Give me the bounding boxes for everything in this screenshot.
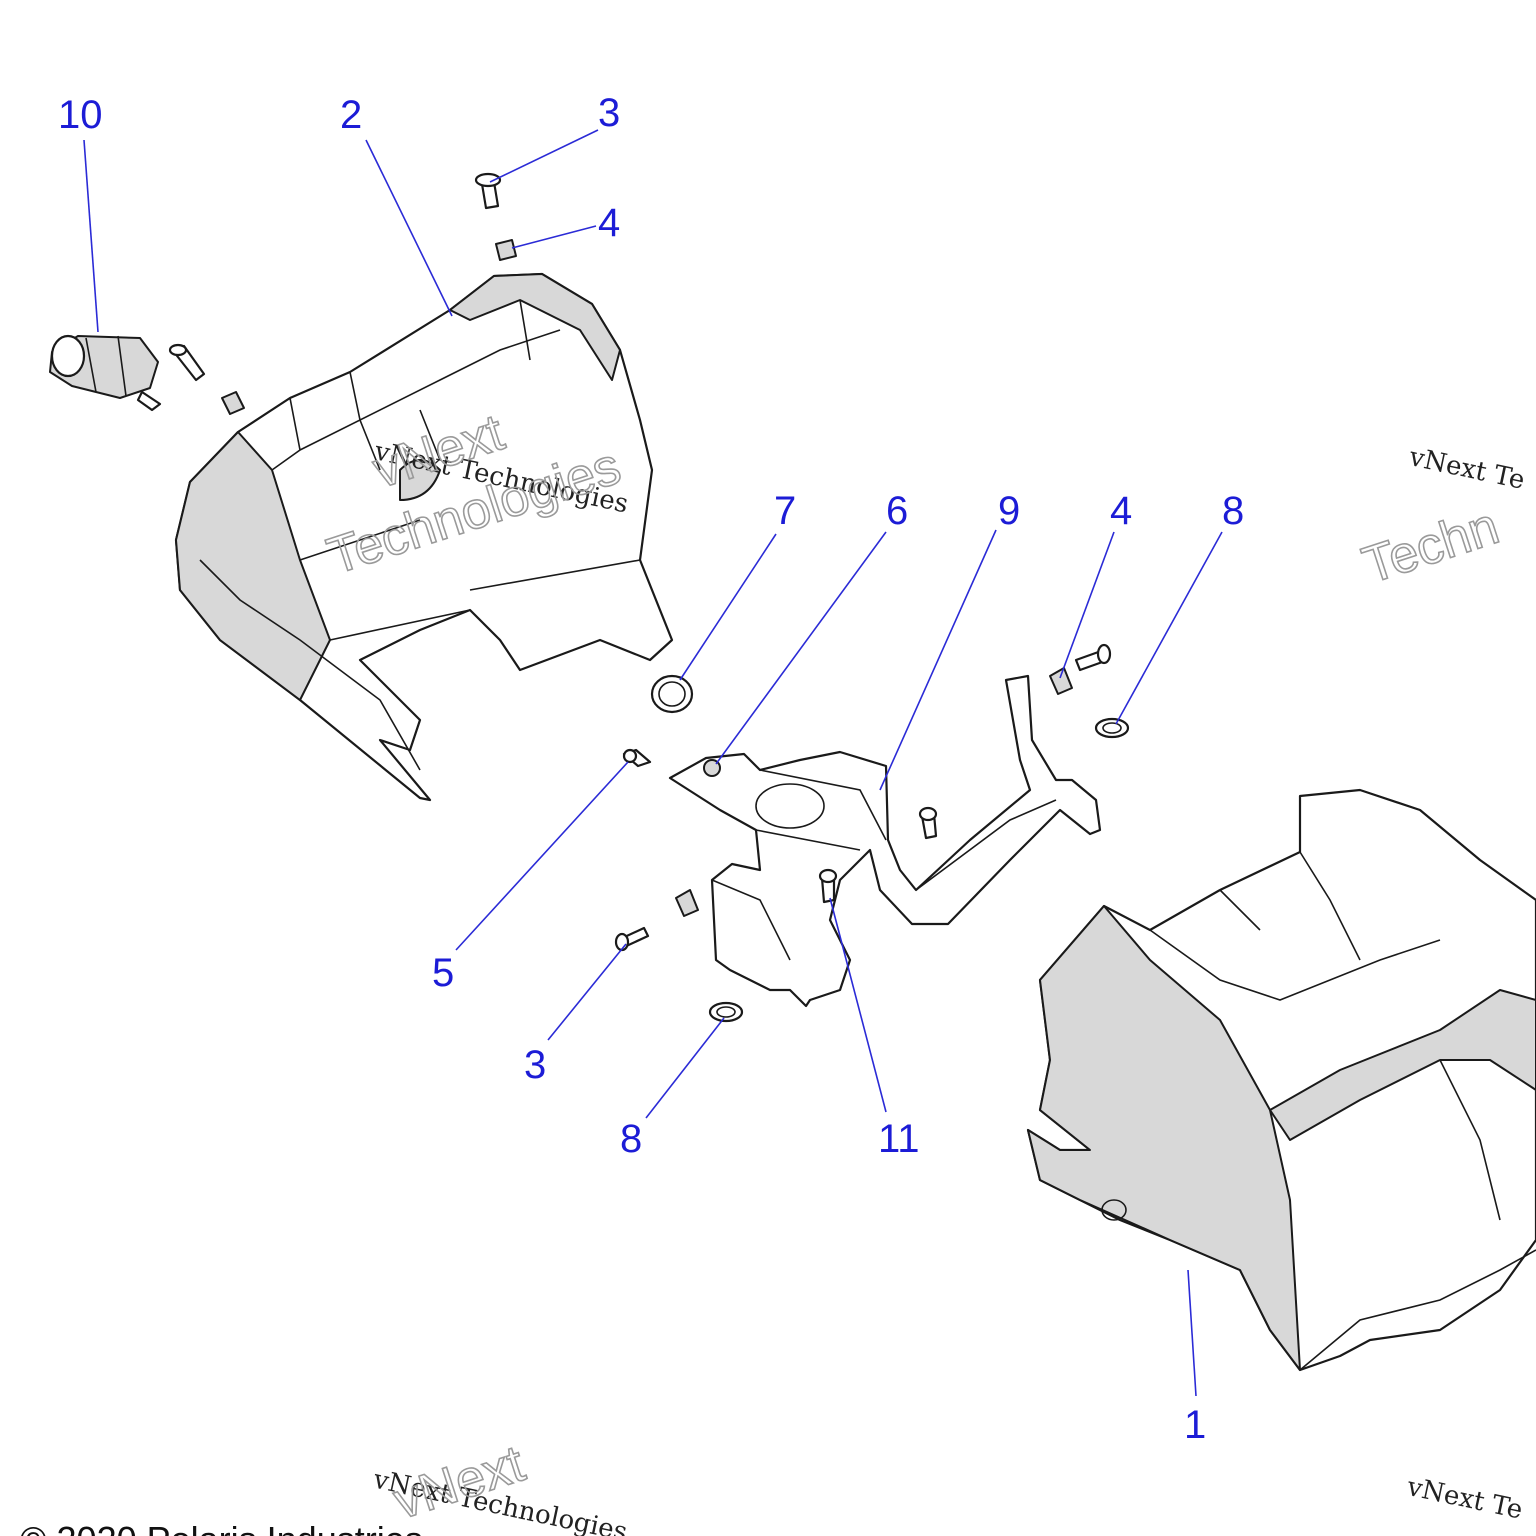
watermark-right-outline: Techn xyxy=(1356,497,1506,595)
copyright-text: © 2020 Polaris Industries xyxy=(20,1519,423,1536)
part-4-clip-top xyxy=(495,239,517,261)
callout-4-top: 4 xyxy=(598,201,620,245)
hardware-screw-left xyxy=(168,343,206,382)
hardware-clip-bottom xyxy=(675,889,699,917)
watermark-bottom-right: vNext Te xyxy=(1404,1472,1526,1526)
callout-1: 1 xyxy=(1184,1403,1206,1447)
leader-lines xyxy=(83,129,1223,1397)
part-3-screw-top xyxy=(474,172,502,210)
callout-7: 7 xyxy=(774,489,796,533)
hardware-clip-left xyxy=(221,391,245,415)
hardware-screw-right xyxy=(1074,643,1112,672)
part-5-screw xyxy=(622,748,652,768)
part-8-washer-right xyxy=(1094,717,1130,739)
hardware-screw-mid xyxy=(918,806,938,840)
callout-8-bottom: 8 xyxy=(620,1117,642,1161)
callout-6: 6 xyxy=(886,489,908,533)
part-4-clip-right xyxy=(1049,667,1073,695)
part-2-upper-housing xyxy=(174,272,674,802)
callout-10: 10 xyxy=(58,93,103,137)
part-11-screw xyxy=(818,868,838,904)
part-8-washer-bottom xyxy=(708,1001,744,1023)
watermark-bottom-right-line: vNext Te xyxy=(1404,1472,1526,1526)
callout-3-bottom: 3 xyxy=(524,1043,546,1087)
part-10-ignition-switch xyxy=(49,334,162,412)
callout-8-right: 8 xyxy=(1222,489,1244,533)
part-7-o-ring xyxy=(650,674,694,714)
part-1-lower-housing xyxy=(1026,788,1536,1372)
callout-5: 5 xyxy=(432,951,454,995)
callout-4-right: 4 xyxy=(1110,489,1132,533)
callout-3-top: 3 xyxy=(598,91,620,135)
watermark-right: vNext Te xyxy=(1406,442,1528,496)
part-3-screw-bottom xyxy=(614,926,650,952)
callout-11: 11 xyxy=(878,1117,920,1161)
callout-numbers: 10 2 3 4 7 6 9 4 8 5 3 8 11 1 xyxy=(58,91,1244,1447)
callout-9: 9 xyxy=(998,489,1020,533)
part-9-bracket xyxy=(668,674,1102,1008)
watermark-right-line: vNext Te xyxy=(1406,442,1528,496)
callout-2: 2 xyxy=(340,93,362,137)
watermark-outline-right: Techn xyxy=(1355,496,1506,596)
